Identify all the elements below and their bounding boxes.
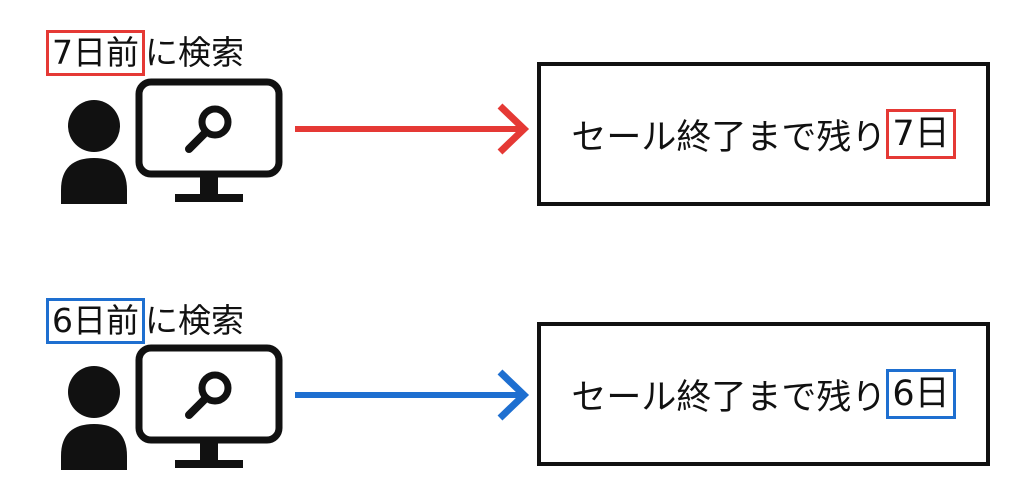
search-icon [185,105,232,153]
user-searching-group [55,78,287,208]
arrow-right-icon [290,366,535,426]
user-icon [61,100,127,204]
sale-message-text: セール終了まで残り [571,377,887,418]
days-remaining-highlight: 6日 [886,369,956,419]
days-before-highlight: 7日前 [46,30,145,76]
sale-message-box: セール終了まで残り 6日 [537,322,990,466]
sale-message-box: セール終了まで残り 7日 [537,62,990,206]
user-icon [61,366,127,470]
days-remaining-highlight: 7日 [886,109,956,159]
search-timing-caption: 6日前 に検索 [46,298,244,344]
search-timing-caption: 7日前 に検索 [46,30,244,76]
search-icon [185,371,232,419]
caption-suffix: に検索 [145,33,244,72]
monitor-icon [135,78,283,202]
days-before-highlight: 6日前 [46,298,145,344]
monitor-icon [135,344,283,468]
sale-message-text: セール終了まで残り [571,117,887,158]
arrow-right-icon [290,100,535,160]
caption-suffix: に検索 [145,301,244,340]
user-searching-group [55,344,287,474]
